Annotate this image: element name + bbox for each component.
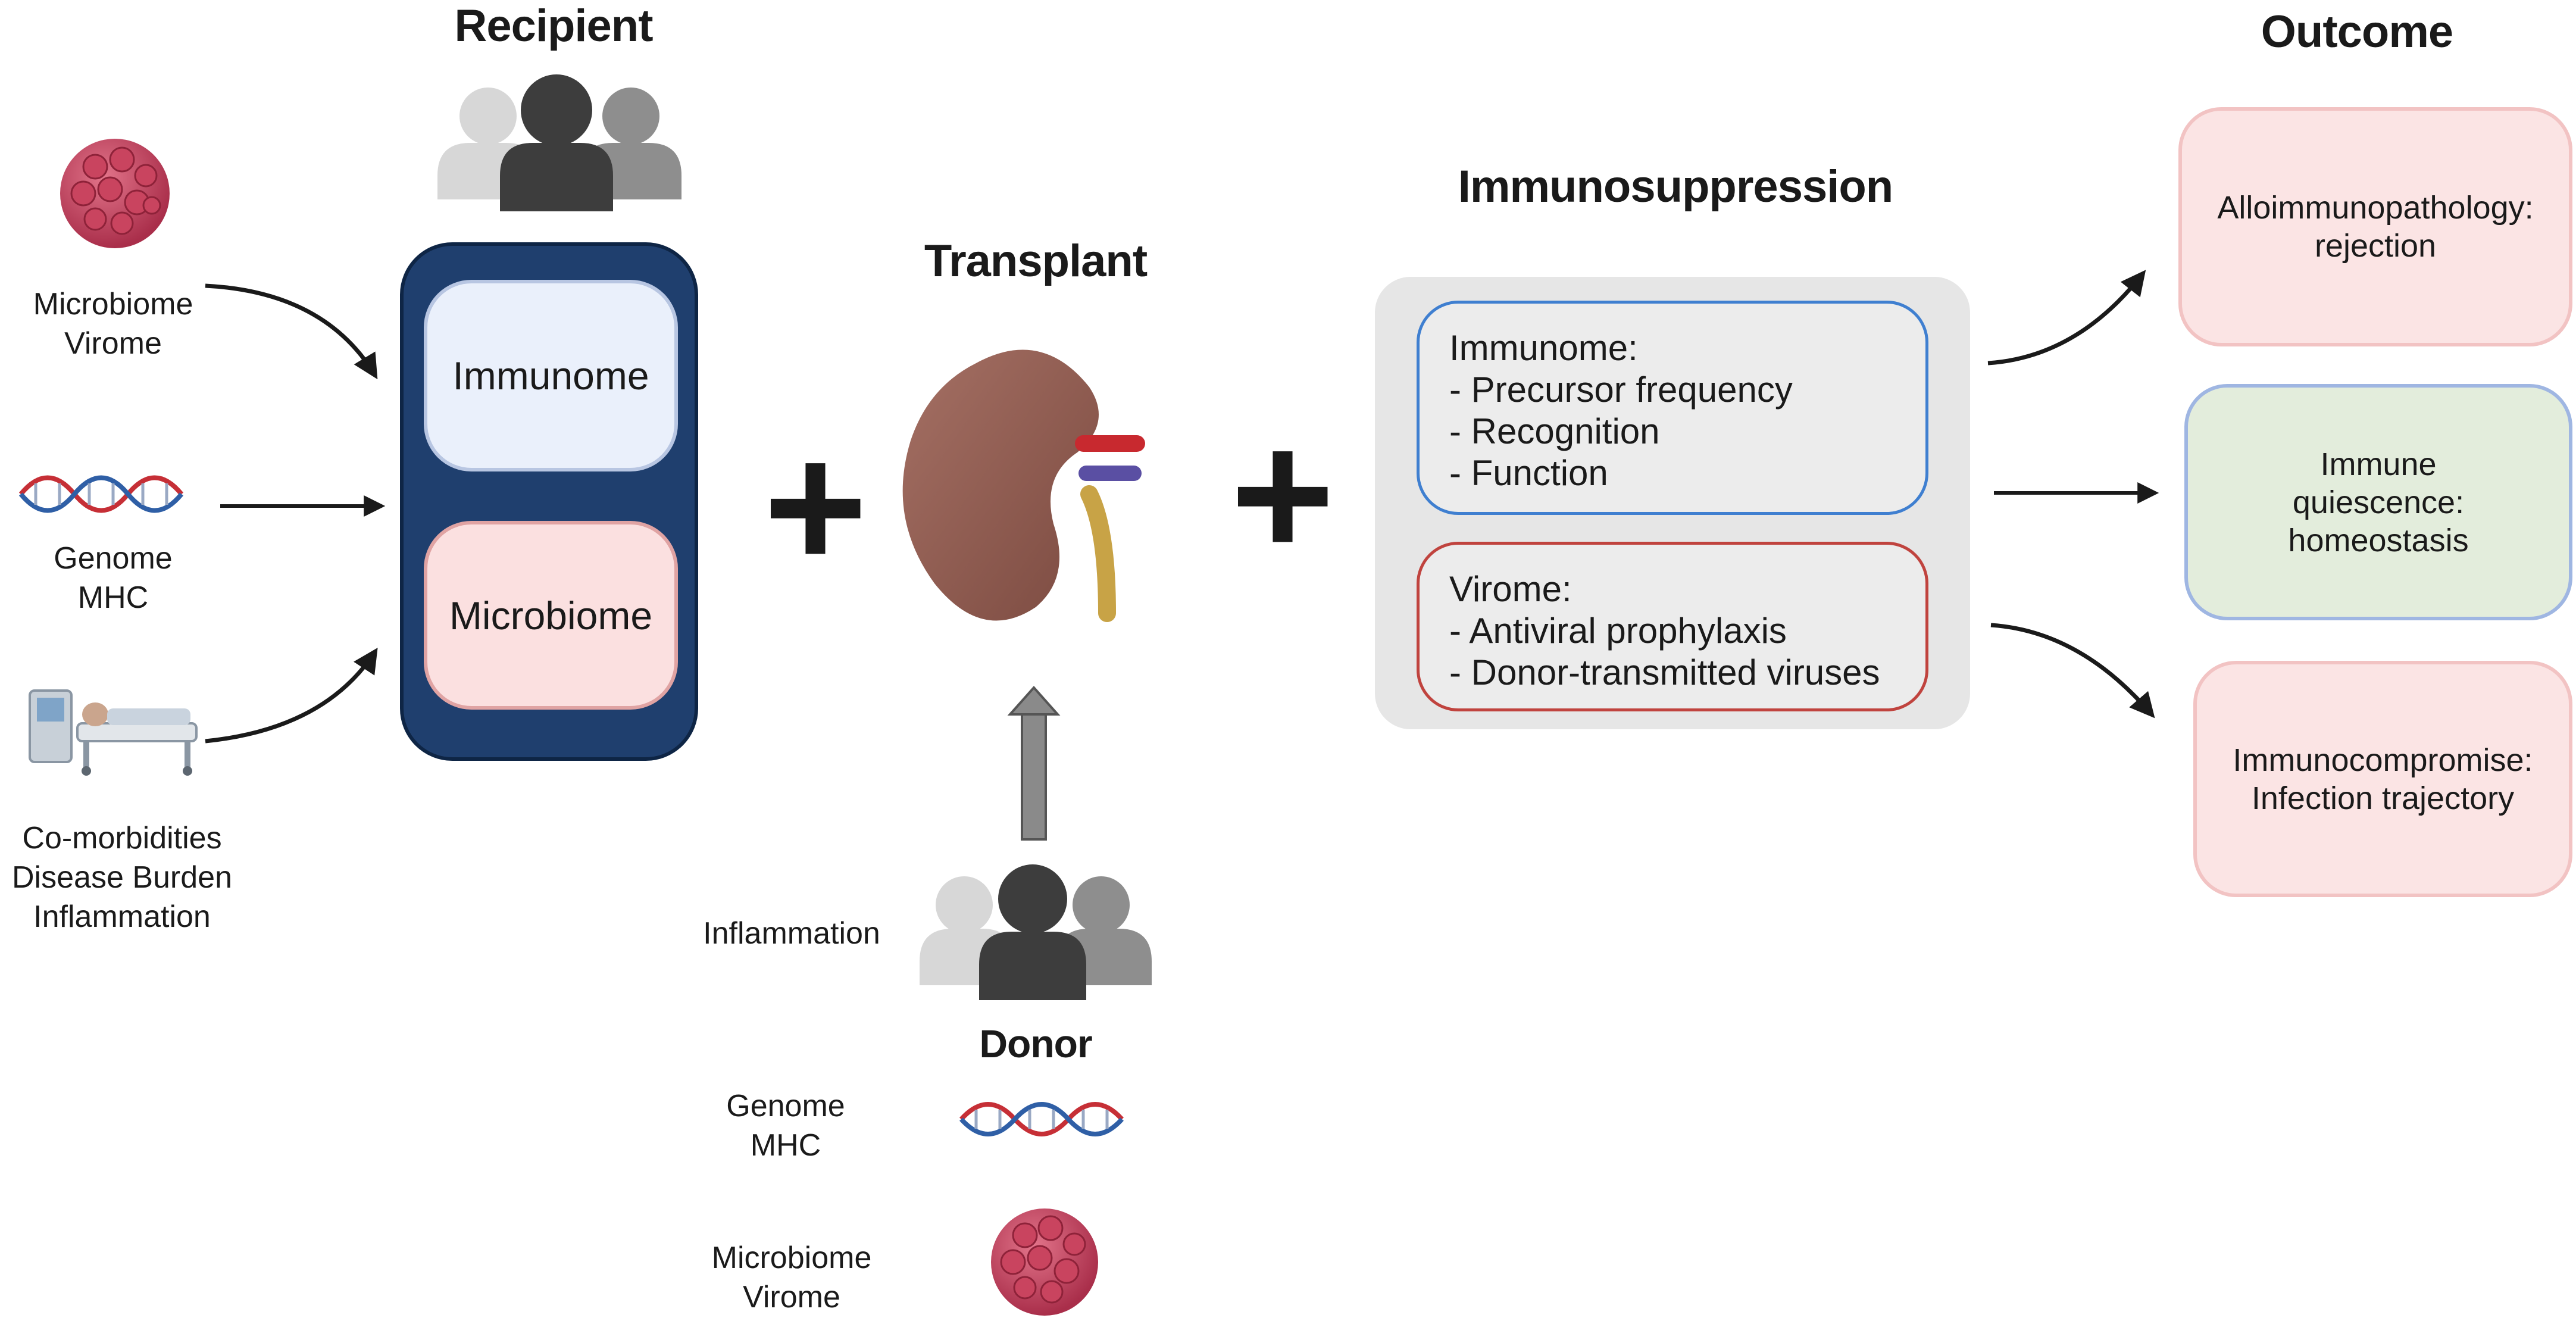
immunosuppression-title: Immunosuppression: [1458, 161, 1893, 212]
immunome-item: - Precursor frequency: [1449, 370, 1793, 410]
donor-genome-label: Genome MHC: [726, 1089, 845, 1163]
donor-dna-icon: [959, 1102, 1124, 1136]
recipient-genome-label: Genome MHC: [54, 541, 173, 615]
plus-sign-right: +: [1230, 394, 1335, 594]
donor-virus-icon: [991, 1208, 1098, 1316]
virome-list-box: Virome: - Antiviral prophylaxis - Donor-…: [1417, 542, 1928, 711]
virome-list-header: Virome:: [1449, 569, 1572, 609]
recipient-people-icon: [437, 74, 681, 211]
outcome-homeostasis-label: Immune quiescence: homeostasis: [2288, 446, 2469, 558]
to-infection-arrow: [1990, 623, 2155, 719]
recipient-title: Recipient: [454, 1, 653, 51]
microbiome-to-recipient-arrow: [205, 283, 378, 380]
to-rejection-arrow: [1987, 270, 2146, 366]
outcome-title: Outcome: [2261, 7, 2453, 57]
immunome-list-header: Immunome:: [1449, 328, 1638, 368]
donor-people-icon: [920, 864, 1152, 1000]
immunome-box: Immunome: [424, 280, 678, 471]
outcome-homeostasis-box: Immune quiescence: homeostasis: [2184, 384, 2572, 620]
immunome-list-box: Immunome: - Precursor frequency - Recogn…: [1417, 301, 1928, 515]
hospital-bed-icon: [29, 689, 198, 776]
outcome-infection-label: Immunocompromise: Infection trajectory: [2233, 742, 2533, 816]
donor-inflammation-label: Inflammation: [703, 916, 880, 951]
donor-microbiome-label: Microbiome Virome: [711, 1241, 872, 1314]
outcome-rejection-box: Alloimmunopathology: rejection: [2178, 107, 2572, 346]
virome-item: - Antiviral prophylaxis: [1449, 611, 1787, 651]
donor-to-transplant-arrow: [1007, 685, 1061, 841]
microbiome-box: Microbiome: [424, 521, 678, 710]
recipient-virus-icon: [60, 139, 170, 248]
immunome-item: - Recognition: [1449, 411, 1660, 451]
recipient-comorbidities-label: Co-morbidities Disease Burden Inflammati…: [12, 821, 232, 934]
plus-sign-left: +: [763, 406, 868, 606]
virome-item: - Donor-transmitted viruses: [1449, 652, 1880, 692]
outcome-infection-box: Immunocompromise: Infection trajectory: [2193, 661, 2572, 897]
recipient-dna-icon: [18, 475, 184, 513]
recipient-microbiome-label: Microbiome Virome: [33, 287, 193, 361]
outcome-rejection-label: Alloimmunopathology: rejection: [2217, 190, 2534, 264]
comorbidity-to-recipient-arrow: [205, 647, 378, 744]
donor-title: Donor: [979, 1022, 1092, 1066]
transplant-title: Transplant: [924, 236, 1148, 286]
kidney-icon: [902, 349, 1145, 622]
immunome-item: - Function: [1449, 453, 1608, 493]
